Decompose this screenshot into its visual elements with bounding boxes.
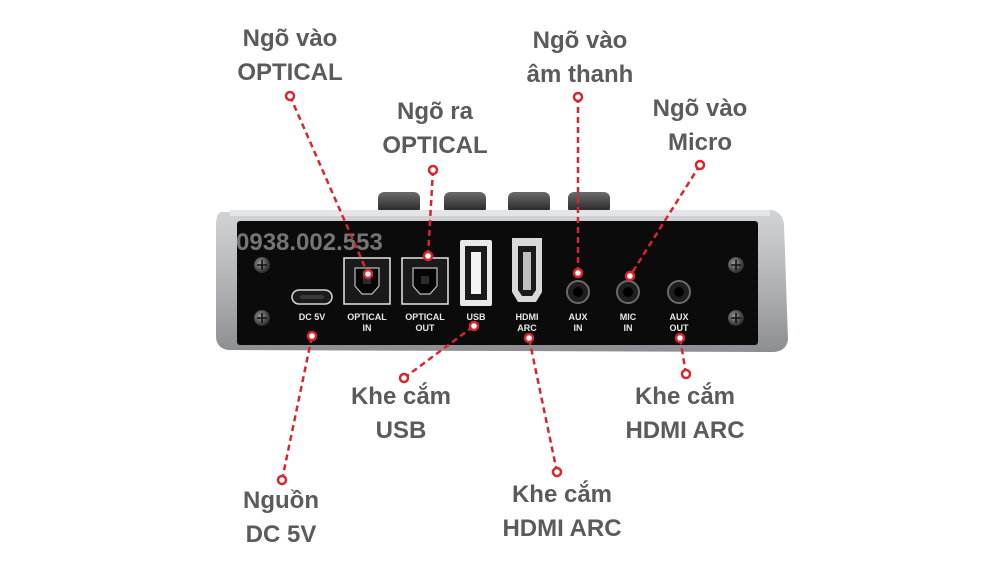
callout-hdmi-slot-center-line2: HDMI ARC <box>502 515 622 542</box>
mic-in-jack <box>616 280 640 304</box>
callout-dot-hdmi-center-end <box>523 332 535 344</box>
watermark: 0938.002.553 <box>236 229 383 256</box>
callout-line-usb <box>403 324 475 380</box>
rear-panel <box>237 221 758 345</box>
callout-optical-out-line2: OPTICAL <box>382 132 488 159</box>
callout-dot-optical-in-top <box>284 90 296 102</box>
callout-line-hdmi-center <box>527 337 559 473</box>
callout-audio-in: Ngõ vào âm thanh <box>500 24 660 92</box>
callout-power-line1: Nguồn <box>243 487 319 514</box>
callout-usb-slot: Khe cắm USB <box>326 380 476 448</box>
optical-in-port <box>343 257 391 305</box>
callout-dot-audio-in-end <box>572 267 584 279</box>
optical-in-label-2: IN <box>363 323 372 333</box>
dc-port <box>291 289 333 305</box>
mic-in-label-2: IN <box>624 323 633 333</box>
callout-dot-hdmi-right-start <box>680 368 692 380</box>
callout-dot-mic-top <box>694 159 706 171</box>
callout-hdmi-slot-right: Khe cắm HDMI ARC <box>605 380 765 448</box>
callout-usb-slot-line2: USB <box>375 417 427 444</box>
callout-power: Nguồn DC 5V <box>206 484 356 552</box>
callout-line-hdmi-right <box>678 337 688 375</box>
callout-power-line2: DC 5V <box>245 521 317 548</box>
callout-dot-usb-start <box>398 372 410 384</box>
hdmi-port <box>512 238 542 302</box>
callout-dot-hdmi-right-end <box>674 332 686 344</box>
callout-line-power <box>280 335 314 481</box>
callout-line-mic-in <box>628 164 702 277</box>
callout-optical-in-line2: OPTICAL <box>237 59 343 86</box>
callout-dot-usb-end <box>468 320 480 332</box>
hdmi-port-label-2: ARC <box>517 323 537 333</box>
callout-dot-power-start <box>276 474 288 486</box>
optical-in-label-1: OPTICAL <box>347 312 387 322</box>
optical-out-port <box>401 257 449 305</box>
callout-mic-in-line1: Ngõ vào <box>652 95 748 122</box>
callout-optical-out: Ngõ ra OPTICAL <box>360 95 510 163</box>
screw-icon <box>254 257 744 326</box>
hdmi-port-label-1: HDMI <box>516 312 539 322</box>
callout-optical-out-line1: Ngõ ra <box>396 98 473 125</box>
callout-lines <box>280 95 702 481</box>
callout-hdmi-slot-right-line1: Khe cắm <box>634 383 736 410</box>
aux-out-label-2: OUT <box>670 323 690 333</box>
callout-line-optical-in <box>288 95 370 275</box>
callout-audio-in-line1: Ngõ vào <box>532 27 628 54</box>
callout-audio-in-line2: âm thanh <box>526 61 634 88</box>
mic-in-label-1: MIC <box>620 312 637 322</box>
usb-port-label: USB <box>466 312 486 322</box>
callout-dot-mic-end <box>624 270 636 282</box>
dc-port-label: DC 5V <box>299 312 326 322</box>
callout-usb-slot-line1: Khe cắm <box>350 383 452 410</box>
aux-in-jack <box>566 280 590 304</box>
callout-optical-in-line1: Ngõ vào <box>242 25 338 52</box>
callout-dot-optical-out-top <box>427 164 439 176</box>
callout-mic-in: Ngõ vào Micro <box>625 92 775 160</box>
optical-out-label-1: OPTICAL <box>405 312 445 322</box>
optical-out-label-2: OUT <box>416 323 436 333</box>
callout-hdmi-slot-center-line1: Khe cắm <box>511 481 613 508</box>
usb-port <box>460 240 492 306</box>
callout-dot-optical-out-end <box>422 250 434 262</box>
callout-optical-in: Ngõ vào OPTICAL <box>215 22 365 90</box>
callout-line-optical-out <box>426 169 435 257</box>
aux-out-label-1: AUX <box>669 312 688 322</box>
callout-mic-in-line2: Micro <box>667 129 732 156</box>
aux-out-jack <box>667 280 691 304</box>
callout-dot-optical-in-end <box>362 268 374 280</box>
casing-top-edge <box>230 210 770 216</box>
callout-hdmi-slot-right-line2: HDMI ARC <box>625 417 745 444</box>
aux-in-label-2: IN <box>574 323 583 333</box>
aux-in-label-1: AUX <box>568 312 587 322</box>
callout-dot-audio-in-top <box>572 91 584 103</box>
callout-dots <box>276 90 706 486</box>
callout-dot-power-end <box>306 330 318 342</box>
callout-dot-hdmi-center-start <box>551 466 563 478</box>
callout-hdmi-slot-center: Khe cắm HDMI ARC <box>482 478 642 546</box>
